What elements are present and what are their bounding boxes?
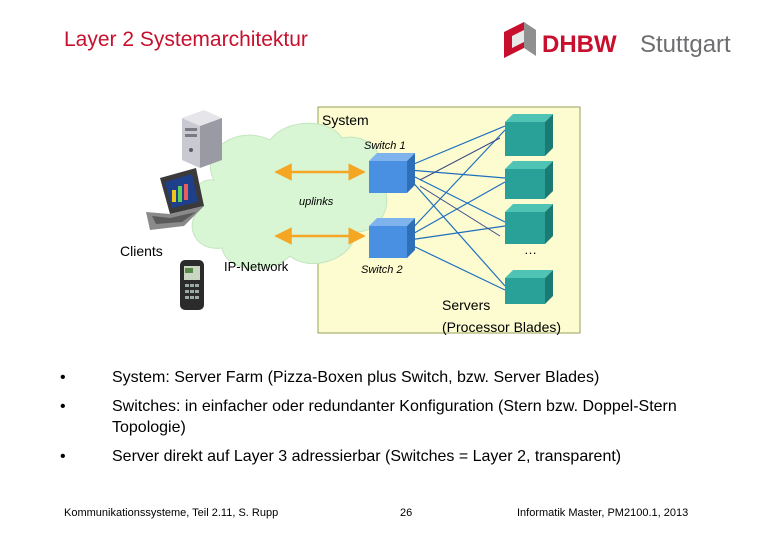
footer-program: Informatik Master, PM2100.1, 2013 [517,507,689,519]
link-s2-srv3 [408,225,506,241]
link-s1-srv3 [408,173,506,223]
bullet-item: • Server direkt auf Layer 3 adressierbar… [60,446,720,467]
switch-2-label: Switch 2 [361,264,403,276]
ip-network-label: IP-Network [224,259,289,274]
bullet-marker: • [60,398,66,415]
slide-title: Layer 2 Systemarchitektur [64,28,308,51]
link-s1-srv1 [408,125,506,167]
desktop-pc-icon [182,110,222,168]
link-s1-srv4 [408,177,506,287]
link-s2-srv1 [408,129,506,233]
clients-label: Clients [120,243,163,259]
switch-2-icon [369,218,415,258]
dhbw-logo: DHBW Stuttgart [502,18,742,64]
bullet-text: System: Server Farm (Pizza-Boxen plus Sw… [112,369,600,386]
system-label: System [322,112,369,128]
bullet-list: • System: Server Farm (Pizza-Boxen plus … [60,367,720,475]
footer-course: Kommunikationssysteme, Teil 2.11, S. Rup… [64,507,279,519]
switch-1-icon [369,153,415,193]
link-s1-srv2 [408,169,506,179]
server-link-crossings [419,137,501,237]
more-servers-ellipsis: … [524,242,537,257]
bullet-text: Switches: in einfacher oder redundanter … [112,398,677,436]
link-extra-1 [419,137,501,181]
bullet-item: • Switches: in einfacher oder redundante… [60,396,720,438]
bullet-item: • System: Server Farm (Pizza-Boxen plus … [60,367,720,388]
link-extra-2 [419,185,501,237]
server-4-icon [505,270,553,304]
server-3-icon [505,204,553,244]
bullet-text: Server direkt auf Layer 3 adressierbar (… [112,448,622,465]
logo-highlight-icon [512,30,524,48]
logo-grey-facet-icon [524,22,536,56]
footer-page-number: 26 [400,507,413,519]
servers-label: Servers [442,297,491,313]
logo-brand-text: DHBW [542,31,617,58]
server-2-icon [505,161,553,199]
mobile-phone-icon [180,260,204,310]
bullet-marker: • [60,448,66,465]
logo-location-text: Stuttgart [640,31,731,58]
server-1-icon [505,114,553,156]
switch-server-links [408,125,506,291]
uplinks-label: uplinks [299,196,334,208]
bullet-marker: • [60,369,66,386]
dhbw-logo-graphic: DHBW Stuttgart [504,22,731,58]
laptop-icon [146,168,204,230]
servers-label-block: Servers (Processor Blades) [442,294,561,338]
servers-sublabel: (Processor Blades) [442,319,562,335]
link-s2-srv4 [408,243,506,291]
switch-1-label: Switch 1 [364,140,406,152]
